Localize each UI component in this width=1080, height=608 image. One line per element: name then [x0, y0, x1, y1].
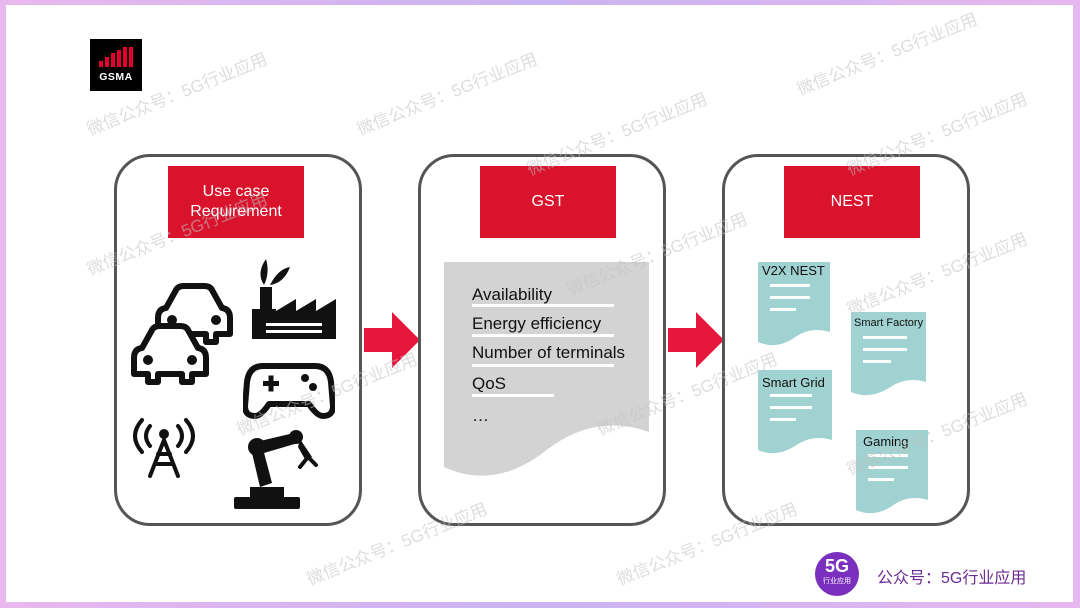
nest-document-icon — [851, 312, 926, 396]
badge-main-text: 5G — [824, 556, 849, 576]
nest-title: NEST — [784, 166, 920, 238]
badge-sub-text: 行业应用 — [823, 578, 851, 585]
footer-text: 公众号：5G行业应用 — [877, 570, 1027, 587]
arrow-right-icon — [364, 312, 420, 368]
gst-item-ellipsis: … — [472, 406, 489, 425]
car-icon — [131, 323, 209, 385]
nest-document-icon — [758, 262, 830, 346]
use-case-title: Use case Requirement — [168, 166, 304, 238]
factory-icon — [252, 259, 336, 339]
car-icon — [155, 283, 233, 345]
nest-label-smart-grid: Smart Grid — [762, 375, 825, 390]
gst-document-icon — [444, 262, 649, 476]
5g-badge: 5G 行业应用 — [815, 552, 859, 596]
nest-document-icon — [758, 370, 832, 454]
nest-document-icon — [856, 430, 928, 514]
logo-text: GSMA — [99, 71, 133, 83]
robot-arm-icon — [234, 430, 318, 509]
nest-label-smart-factory: Smart Factory — [854, 317, 924, 329]
gst-item-energy-efficiency: Energy efficiency — [472, 314, 602, 333]
gsma-logo: GSMA — [90, 39, 142, 91]
gst-item-number-of-terminals: Number of terminals — [472, 343, 626, 362]
nest-label-gaming: Gaming — [863, 434, 909, 449]
gamepad-icon — [243, 363, 335, 419]
gst-item-availability: Availability — [472, 285, 553, 304]
gst-title: GST — [480, 166, 616, 238]
arrow-right-icon — [668, 312, 724, 368]
radio-tower-icon — [133, 418, 195, 478]
nest-label-v2x: V2X NEST — [762, 263, 825, 278]
signal-bars-icon — [99, 47, 133, 67]
gst-item-qos: QoS — [472, 374, 507, 393]
